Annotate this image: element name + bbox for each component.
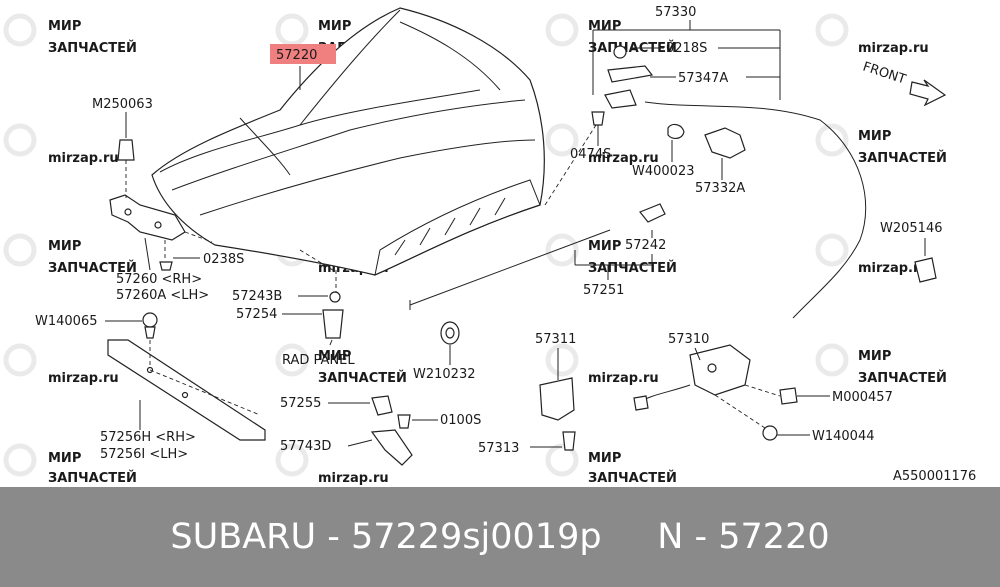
grommet-drawing: [440, 321, 460, 345]
part-label-57260A[interactable]: 57260A <LH>: [116, 288, 209, 303]
svg-text:ЗАПЧАСТЕЙ: ЗАПЧАСТЕЙ: [48, 260, 137, 276]
watermark-logo: МИР ЗАПЧАСТЕЙ: [545, 13, 677, 56]
hood-lock-drawing: [633, 344, 798, 441]
svg-text:ЗАПЧАСТЕЙ: ЗАПЧАСТЕЙ: [858, 150, 947, 166]
svg-text:mirzap.ru: mirzap.ru: [588, 151, 659, 166]
part-label-57313[interactable]: 57313: [478, 441, 519, 456]
svg-text:МИР: МИР: [48, 19, 81, 34]
cable-clip-drawing: [914, 257, 937, 283]
parts-diagram: МИР ЗАПЧАСТЕЙ МИР ЗАПЧАСТЕЙ МИР ЗАПЧАСТЕ…: [3, 5, 976, 486]
watermark-logo: mirzap.ru: [815, 13, 929, 56]
part-label-57743D[interactable]: 57743D: [280, 439, 331, 454]
svg-text:mirzap.ru: mirzap.ru: [858, 261, 929, 276]
part-label-57242[interactable]: 57242: [625, 238, 666, 253]
svg-text:МИР: МИР: [318, 349, 351, 364]
svg-text:ЗАПЧАСТЕЙ: ЗАПЧАСТЕЙ: [48, 40, 137, 56]
part-label-57260[interactable]: 57260 <RH>: [116, 272, 202, 287]
part-label-57256H[interactable]: 57256H <RH>: [100, 430, 196, 445]
svg-text:ЗАПЧАСТЕЙ: ЗАПЧАСТЕЙ: [858, 370, 947, 386]
part-label-M000457[interactable]: M000457: [832, 390, 893, 405]
watermark-logo: МИР ЗАПЧАСТЕЙ: [3, 233, 137, 276]
part-label-W400023[interactable]: W400023: [632, 164, 694, 179]
part-label-0100S[interactable]: 0100S: [440, 413, 481, 428]
svg-text:mirzap.ru: mirzap.ru: [858, 41, 929, 56]
part-label-W205146[interactable]: W205146: [880, 221, 942, 236]
svg-text:ЗАПЧАСТЕЙ: ЗАПЧАСТЕЙ: [588, 260, 677, 276]
front-direction-indicator: FRONT: [861, 60, 947, 107]
svg-text:МИР: МИР: [588, 239, 621, 254]
part-label-57255[interactable]: 57255: [280, 396, 321, 411]
highlight-box: [270, 44, 336, 64]
watermark-logo: МИР ЗАПЧАСТЕЙ: [545, 443, 677, 486]
part-label-0238S[interactable]: 0238S: [203, 252, 244, 267]
hood-seal-drawing: [107, 312, 266, 441]
watermark-logo: МИР ЗАПЧАСТЕЙ: [815, 343, 947, 386]
svg-text:МИР: МИР: [318, 19, 351, 34]
watermark-logo: mirzap.ru: [275, 443, 389, 486]
svg-text:mirzap.ru: mirzap.ru: [48, 151, 119, 166]
hood-stay-rod-drawing: [322, 203, 666, 339]
part-label-0218S[interactable]: 0218S: [666, 41, 707, 56]
hood-lock-lever-drawing: [591, 45, 746, 159]
figure-id: A550001176: [893, 469, 976, 484]
part-label-57311[interactable]: 57311: [535, 332, 576, 347]
svg-text:МИР: МИР: [858, 129, 891, 144]
watermark-logo: МИР ЗАПЧАСТЕЙ: [3, 13, 137, 56]
part-label-W140044[interactable]: W140044: [812, 429, 874, 444]
part-label-rad-panel: RAD PANEL: [282, 353, 355, 368]
footer-banner: SUBARU - 57229sj0019p N - 57220: [0, 487, 1000, 587]
part-label-57332A[interactable]: 57332A: [695, 181, 745, 196]
svg-text:ЗАПЧАСТЕЙ: ЗАПЧАСТЕЙ: [48, 470, 137, 486]
watermark-logo: mirzap.ru: [3, 343, 119, 386]
svg-text:ЗАПЧАСТЕЙ: ЗАПЧАСТЕЙ: [318, 370, 407, 386]
svg-text:МИР: МИР: [48, 239, 81, 254]
watermark-logo: МИР ЗАПЧАСТЕЙ: [3, 443, 137, 486]
part-label-57347A[interactable]: 57347A: [678, 71, 728, 86]
part-label-57310[interactable]: 57310: [668, 332, 709, 347]
part-label-W210232[interactable]: W210232: [413, 367, 475, 382]
footer-text: SUBARU - 57229sj0019p N - 57220: [170, 517, 830, 557]
watermark-logo: mirzap.ru: [545, 343, 659, 386]
watermark-logo: МИР ЗАПЧАСТЕЙ: [815, 123, 947, 166]
part-label-57220[interactable]: 57220: [276, 48, 317, 63]
svg-text:МИР: МИР: [858, 349, 891, 364]
watermark-logo: mirzap.ru: [815, 233, 929, 276]
part-label-57251[interactable]: 57251: [583, 283, 624, 298]
svg-text:mirzap.ru: mirzap.ru: [588, 371, 659, 386]
watermark-logo: mirzap.ru: [545, 123, 659, 166]
part-label-57330[interactable]: 57330: [655, 5, 696, 20]
svg-text:ЗАПЧАСТЕЙ: ЗАПЧАСТЕЙ: [588, 470, 677, 486]
svg-text:МИР: МИР: [48, 451, 81, 466]
watermark-logo: mirzap.ru: [3, 123, 119, 166]
watermark-logo: МИР ЗАПЧАСТЕЙ: [545, 233, 677, 276]
svg-text:mirzap.ru: mirzap.ru: [48, 371, 119, 386]
part-label-M250063[interactable]: M250063: [92, 97, 153, 112]
svg-text:mirzap.ru: mirzap.ru: [318, 471, 389, 486]
part-label-57243B[interactable]: 57243B: [232, 289, 282, 304]
hood-panel-drawing: [151, 7, 545, 276]
hood-hinge-drawing: [109, 139, 186, 271]
part-label-57256I[interactable]: 57256I <LH>: [100, 447, 188, 462]
front-label: FRONT: [861, 60, 908, 88]
release-cable-drawing: [644, 101, 867, 319]
part-label-W140065[interactable]: W140065: [35, 314, 97, 329]
part-label-57254[interactable]: 57254: [236, 307, 277, 322]
part-label-0474S[interactable]: 0474S: [570, 147, 611, 162]
watermark-logo: МИР ЗАПЧАСТЕЙ: [275, 343, 407, 386]
lock-bracket-drawing: [539, 377, 576, 451]
hood-bumper-drawing: [370, 395, 413, 466]
svg-text:МИР: МИР: [588, 451, 621, 466]
